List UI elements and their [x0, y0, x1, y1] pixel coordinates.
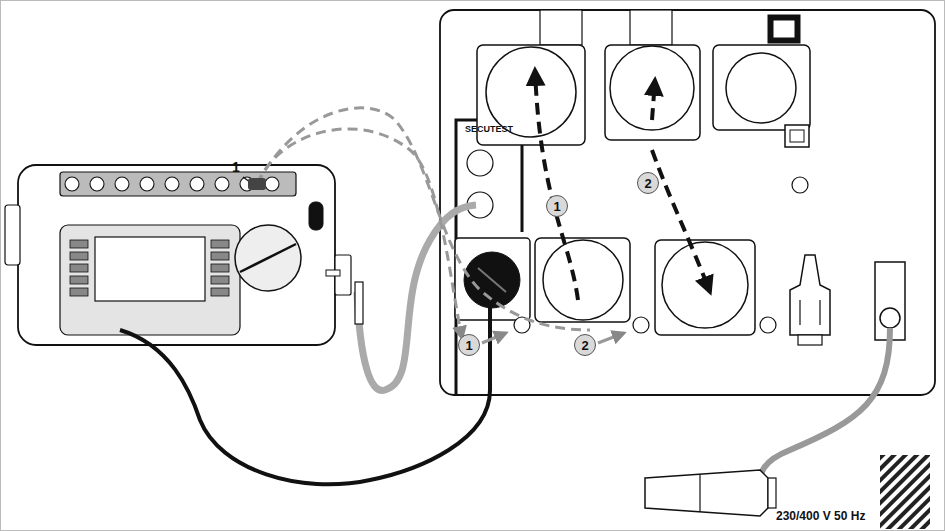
callout-circle: 2 — [574, 334, 596, 356]
dashed-lead — [257, 129, 462, 338]
probe-cable — [357, 205, 476, 390]
dashed-lead — [257, 108, 590, 330]
test-device — [5, 165, 351, 345]
supply-voltage: 230/400 V 50 Hz — [776, 510, 865, 522]
device-keys — [65, 177, 279, 296]
adapter-panel — [440, 10, 935, 395]
mains-cable — [120, 300, 490, 484]
callout-circle: 2 — [637, 172, 659, 194]
callout-number: 1 — [465, 339, 472, 352]
dashed-arrow — [652, 80, 655, 120]
callout-number: 2 — [581, 339, 588, 352]
callout-number: 1 — [553, 200, 560, 213]
callout-number: 2 — [644, 177, 651, 190]
callout-number: 1 — [232, 160, 240, 174]
panel-label: SECUTEST — [465, 125, 513, 134]
dashed-arrow — [652, 150, 710, 292]
supply-cable — [760, 328, 890, 485]
cee-plug — [645, 470, 768, 516]
wall-socket-hatch — [880, 455, 930, 529]
callout-circle: 1 — [546, 195, 568, 217]
callout-circle: 1 — [458, 334, 480, 356]
dashed-arrow — [535, 70, 578, 300]
panel-label-region: SECUTEST — [458, 122, 520, 136]
